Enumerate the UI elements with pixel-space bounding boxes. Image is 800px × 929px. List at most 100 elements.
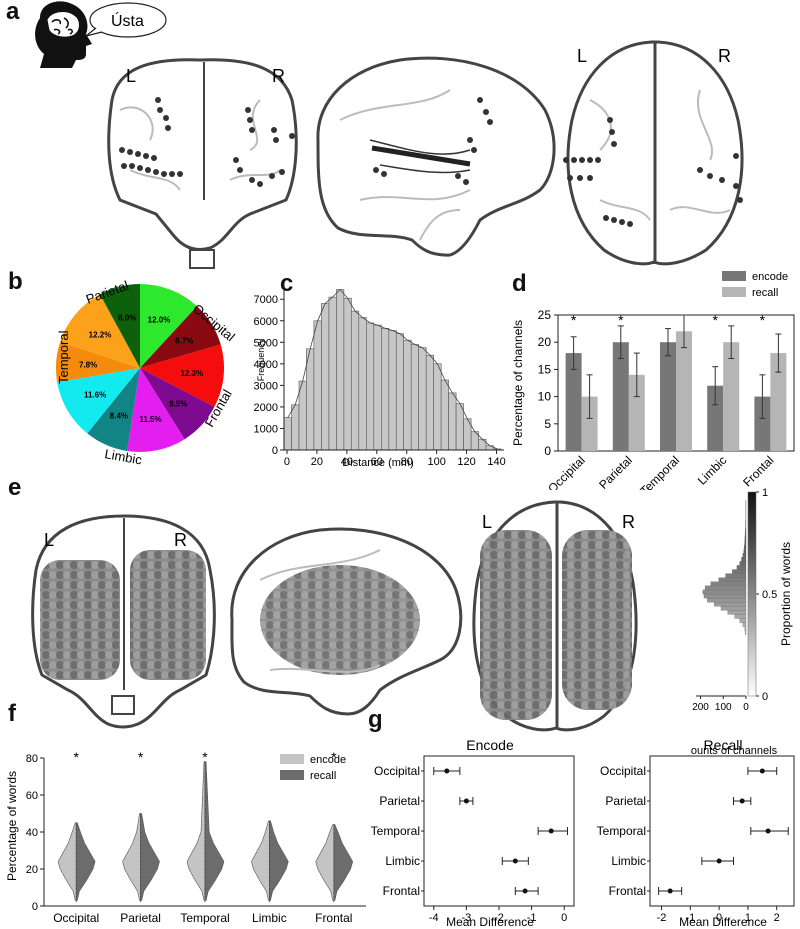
panel-e-brains: L R L R — [31, 500, 638, 732]
x-tick-label: -1 — [685, 912, 695, 924]
pie-slice — [57, 368, 141, 434]
legend-swatch-recall — [722, 287, 746, 297]
bar-recall — [581, 396, 598, 451]
y-tick-label: 5000 — [254, 337, 278, 349]
significance-marker: * — [202, 749, 208, 765]
y-tick-label: 10 — [538, 390, 552, 404]
pie-slice-label: 12.0% — [148, 316, 171, 325]
pie-slice — [60, 294, 140, 368]
hist-bar — [744, 536, 747, 542]
y-tick-label: Parietal — [379, 794, 420, 808]
y-tick-label: 25 — [538, 308, 552, 322]
head-icon — [35, 1, 92, 68]
hist-bar — [744, 544, 747, 550]
hist-bar — [704, 585, 747, 591]
label-right-a2: R — [718, 46, 731, 66]
pie-slice — [140, 344, 225, 407]
pie-slice-label: 8.5% — [169, 399, 187, 408]
pie-slice-label: 11.5% — [139, 415, 161, 424]
y-tick-label: 6000 — [254, 316, 278, 328]
bar-recall — [676, 331, 692, 451]
hist-bar — [358, 317, 367, 451]
hist-bar — [410, 344, 419, 451]
mean-point — [716, 858, 722, 864]
y-tick-label: 60 — [26, 790, 38, 802]
pie-slice — [55, 342, 141, 383]
significance-marker: * — [760, 312, 766, 328]
x-tick-label: -2 — [657, 912, 667, 924]
hist-bar — [373, 324, 382, 451]
y-tick-label: Occipital — [600, 764, 646, 778]
y-tick-label: 5 — [544, 417, 551, 431]
hist-bar — [744, 532, 747, 538]
violin-recall — [269, 820, 289, 901]
y-tick-label: Parietal — [605, 794, 646, 808]
hist-bar — [736, 565, 747, 570]
hist-bar — [727, 610, 747, 615]
violin-encode — [251, 820, 270, 901]
y-tick-label: 20 — [538, 335, 552, 349]
pie-slice-label: 8.0% — [118, 314, 136, 323]
x-tick-label: Occipital — [53, 911, 99, 925]
panel-label-e: e — [8, 474, 22, 501]
significance-marker: * — [618, 312, 624, 328]
speech-word: Ústa — [111, 11, 144, 30]
hist-bar — [328, 296, 337, 451]
x-tick-label: -2 — [494, 912, 504, 924]
y-tick-label: Occipital — [374, 764, 420, 778]
y-tick-label: 1000 — [254, 423, 278, 435]
mean-point — [739, 798, 745, 804]
d-ylabel: Percentage of channels — [511, 320, 525, 446]
hist-bar — [732, 569, 747, 574]
hist-bar — [720, 606, 747, 611]
hist-bar — [743, 548, 747, 554]
significance-marker: * — [138, 749, 144, 765]
violin-recall — [75, 822, 96, 901]
pie-slice-label: 8.7% — [175, 337, 193, 346]
panel-label-b: b — [8, 268, 23, 295]
hist-bar — [485, 445, 494, 451]
bar-encode — [612, 342, 629, 451]
hist-bar — [283, 417, 292, 451]
significance-marker: * — [73, 749, 79, 765]
y-tick-label: Temporal — [597, 824, 646, 838]
mean-point — [765, 828, 771, 834]
mean-point — [522, 888, 528, 894]
hist-bar — [714, 602, 747, 607]
x-tick-label: Parietal — [120, 911, 161, 925]
hist-bar — [418, 347, 427, 451]
mean-point — [667, 888, 673, 894]
y-tick-label: Frontal — [383, 884, 420, 898]
pie-slice — [140, 368, 215, 440]
panel-a: Ústa L R — [35, 1, 744, 269]
x-tick-label: 100 — [715, 702, 732, 713]
y-tick-label: 40 — [26, 827, 38, 839]
label-left-a2: L — [577, 46, 587, 66]
pie-slice — [99, 284, 140, 368]
y-tick-label: Limbic — [385, 854, 420, 868]
hist-bar — [745, 528, 747, 533]
hist-bar — [707, 597, 747, 603]
hist-bar — [710, 581, 747, 586]
brain-axial-view — [566, 40, 744, 266]
pie-slice-label: 8.4% — [110, 412, 128, 421]
hist-bar — [403, 339, 412, 451]
legend-swatch-encode — [722, 271, 746, 281]
hist-bar — [702, 589, 747, 595]
x-tick-label: 1 — [745, 912, 751, 924]
y-tick-label: 80 — [26, 753, 38, 765]
violin-recall — [333, 824, 354, 901]
x-tick-label: 0 — [284, 456, 290, 468]
hist-bar — [388, 330, 397, 451]
region-label-limbic: Limbic — [103, 446, 143, 467]
bar-recall — [770, 353, 787, 451]
mean-point — [463, 798, 469, 804]
violin-encode — [57, 822, 77, 901]
mean-point — [548, 828, 554, 834]
x-tick-label: -4 — [429, 912, 439, 924]
hist-bar — [718, 577, 747, 582]
x-tick-label: Temporal — [637, 453, 682, 490]
